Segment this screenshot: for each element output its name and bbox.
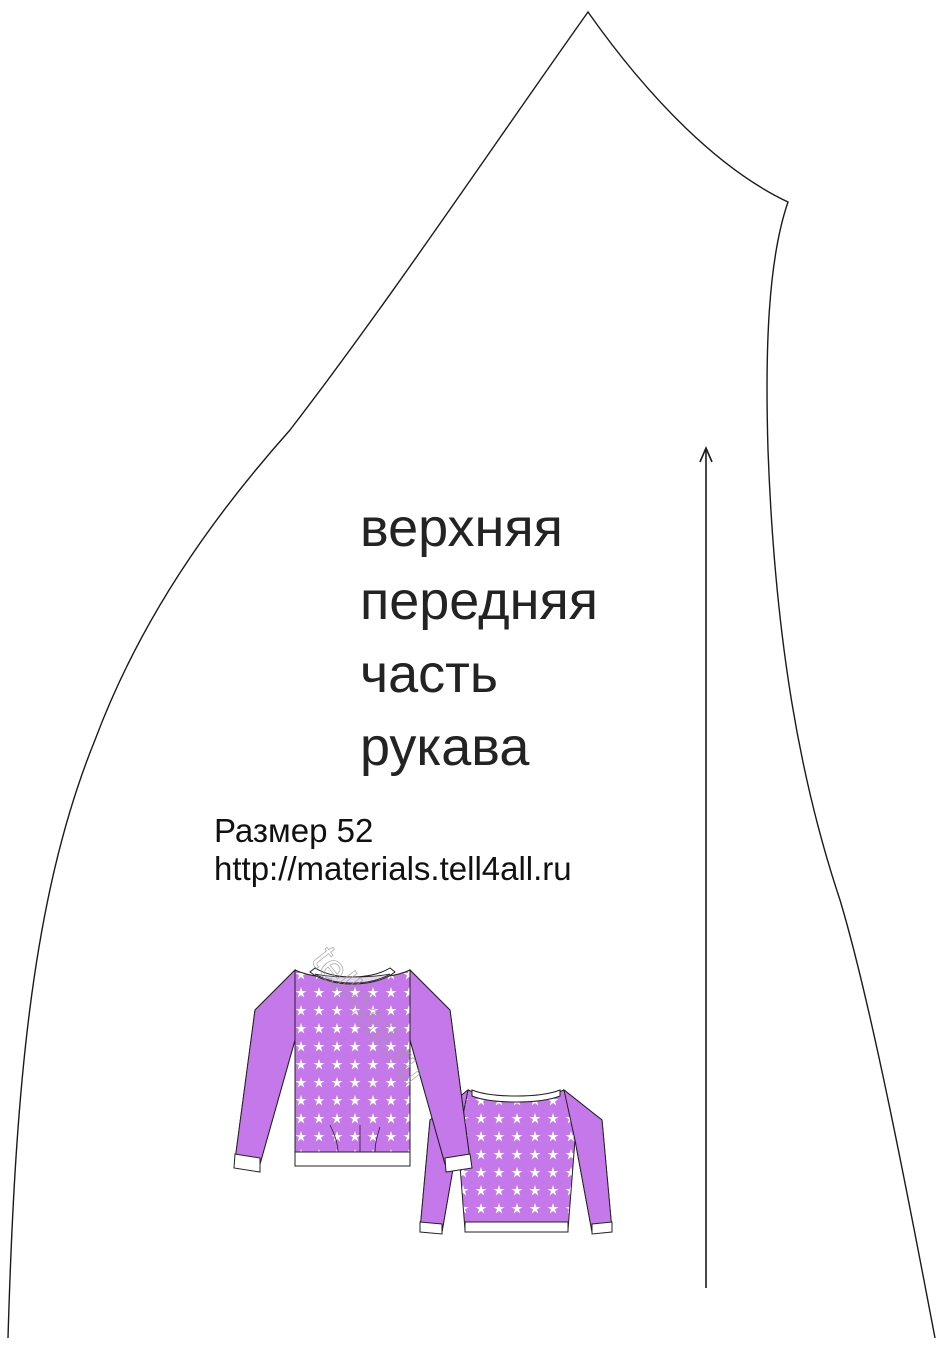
garment-sketch-image: tell4all.ru <box>233 938 613 1235</box>
grainline-arrow <box>699 445 713 1288</box>
title-line-2: передняя <box>360 571 598 631</box>
sleeve-outline <box>7 10 936 1339</box>
size-info: Размер 52 http://materials.tell4all.ru <box>214 812 572 888</box>
title-line-1: верхняя <box>360 498 563 558</box>
sweatshirt-back-view <box>419 1088 613 1235</box>
sweatshirt-front-view <box>233 967 473 1173</box>
source-url: http://materials.tell4all.ru <box>214 850 572 887</box>
size-label: Размер 52 <box>214 812 374 849</box>
piece-title: верхняя передняя часть рукава <box>360 492 598 784</box>
title-line-4: рукава <box>360 717 530 777</box>
title-line-3: часть <box>360 644 499 704</box>
